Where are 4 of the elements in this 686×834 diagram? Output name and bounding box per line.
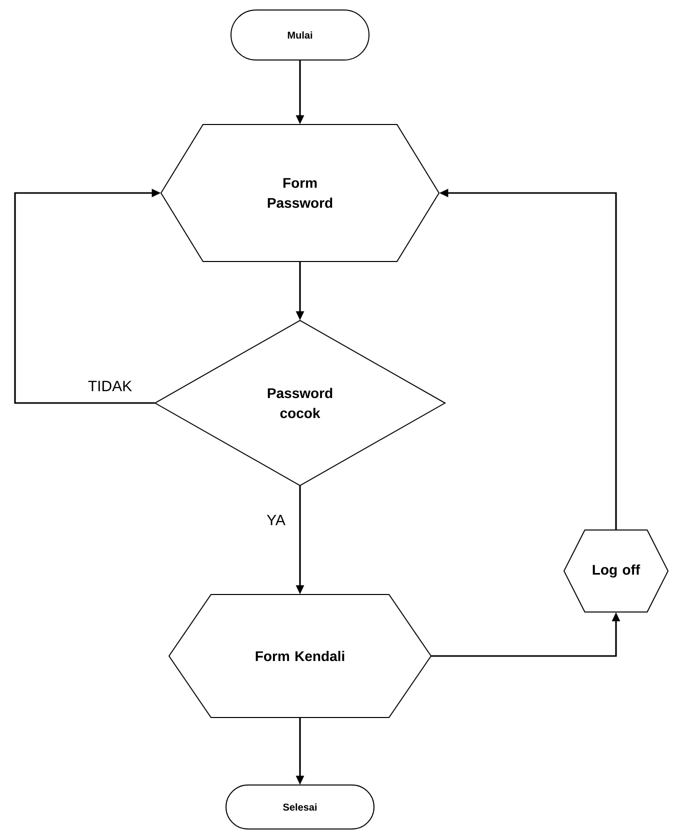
terminator-box: Selesai	[226, 784, 374, 830]
terminator-box: Mulai	[230, 10, 370, 60]
edge-label: YA	[266, 514, 286, 526]
edge-label: TIDAK	[86, 380, 134, 392]
